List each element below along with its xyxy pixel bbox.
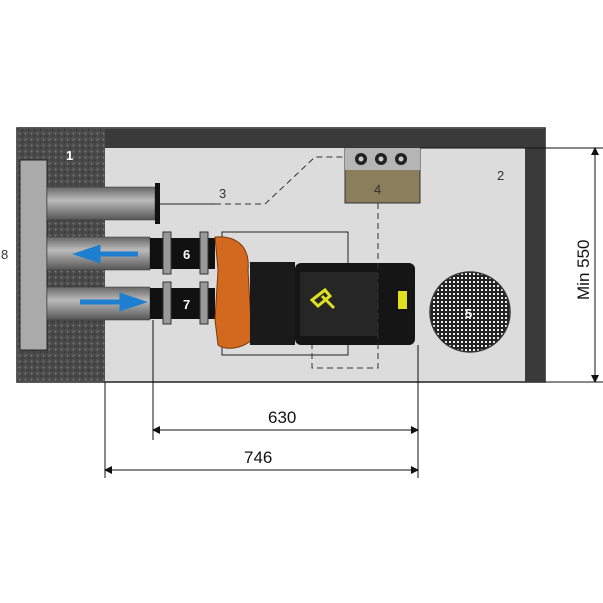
label-drain-grate: 5	[465, 306, 472, 321]
label-wall-plate: 8	[1, 247, 8, 262]
motor-label-icon	[396, 289, 409, 311]
label-control-box: 4	[374, 182, 381, 197]
top-wall	[105, 129, 545, 148]
pump-casing	[214, 236, 253, 349]
arrow-right-icon	[80, 292, 148, 312]
dimensions	[104, 147, 603, 478]
arrow-left-icon	[72, 244, 138, 264]
motor-logo-icon	[309, 287, 336, 310]
wall-plate	[19, 159, 48, 351]
flow-arrows	[72, 244, 148, 312]
right-wall	[525, 148, 545, 382]
dimension-total-length: 746	[244, 448, 272, 467]
dimension-pump-length: 630	[268, 408, 296, 427]
label-sensor: 3	[219, 186, 226, 201]
control-box	[344, 147, 421, 204]
label-inlet-coupling: 7	[183, 297, 190, 312]
label-outlet-coupling: 6	[183, 247, 190, 262]
dimension-room-width: Min 550	[574, 240, 593, 300]
motor-wire	[311, 203, 379, 369]
label-wall: 1	[66, 148, 73, 163]
sensor-pipe	[46, 186, 156, 221]
pump-bracket	[250, 262, 295, 345]
drain-grate	[429, 271, 511, 353]
pipes	[46, 183, 215, 325]
sensor-wire	[215, 156, 345, 205]
label-floor: 2	[497, 168, 504, 183]
